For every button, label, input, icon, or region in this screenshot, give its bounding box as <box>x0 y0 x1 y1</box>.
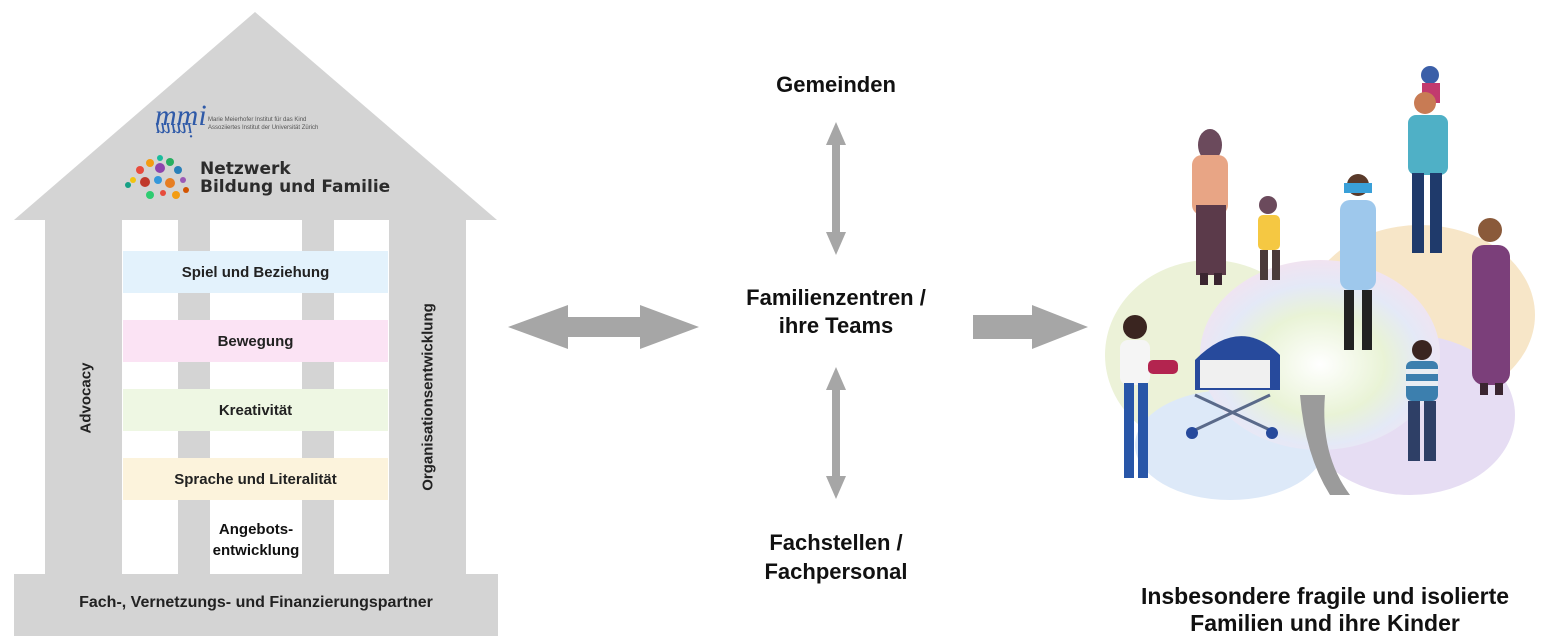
woman-hijab-figure-icon <box>1192 129 1228 285</box>
mother-pram-figure-icon <box>1120 315 1178 478</box>
families-caption-line2: Familien und ihre Kinder <box>1190 610 1460 636</box>
label-familienzentren: Familienzentren / ihre Teams <box>700 284 972 340</box>
familienzentren-line1: Familienzentren / <box>746 285 926 310</box>
pillar-right <box>389 220 466 575</box>
angebots-label: Angebots- entwicklung <box>178 519 334 561</box>
mmi-affiliation: Assoziiertes Institut der Universität Zü… <box>208 125 319 131</box>
families-caption-line1: Insbesondere fragile und isolierte <box>1140 583 1510 609</box>
pillar-left <box>45 220 122 575</box>
nbf-line2: Bildung und Familie <box>200 177 391 197</box>
band-bewegung: Bewegung <box>123 320 388 362</box>
svg-text:mmi: mmi <box>155 99 207 132</box>
vertical-arrow-top-icon <box>826 122 846 255</box>
fachstellen-line2: Fachpersonal <box>764 559 908 584</box>
families-caption: Insbesondere fragile und isolierte Famil… <box>1100 583 1550 637</box>
label-gemeinden: Gemeinden <box>776 72 896 97</box>
band-spiel: Spiel und Beziehung <box>123 251 388 293</box>
right-arrow-icon <box>973 305 1088 349</box>
angebots-line1: Angebots- <box>218 521 294 538</box>
mmi-name: Marie Meierhofer Institut für das Kind <box>208 117 307 123</box>
father-child-figure-icon <box>1408 66 1448 253</box>
fachstellen-line1: Fachstellen / <box>769 530 903 555</box>
boy-striped-figure-icon <box>1406 340 1438 461</box>
band-kreativitaet: Kreativität <box>123 389 388 431</box>
network-dots-icon <box>125 155 189 199</box>
angebots-line2: entwicklung <box>212 542 300 559</box>
woman-purple-figure-icon <box>1472 218 1510 395</box>
foundation-label: Fach-, Vernetzungs- und Finanzierungspar… <box>79 594 433 611</box>
house-foundation <box>14 574 498 636</box>
families-illustration <box>1105 66 1535 500</box>
girl-figure-icon <box>1258 196 1280 280</box>
nbf-logo-text: Netzwerk Bildung und Familie <box>200 160 390 196</box>
vertical-arrow-bottom-icon <box>826 367 846 499</box>
woman-blue-dress-figure-icon <box>1340 174 1376 350</box>
nbf-line1: Netzwerk <box>200 159 291 179</box>
band-sprache: Sprache und Literalität <box>123 458 388 500</box>
house-roof <box>14 12 497 220</box>
mmi-logo-icon: mmi mmi <box>155 99 207 143</box>
mmi-logo-text: Marie Meierhofer Institut für das Kind A… <box>208 116 318 132</box>
label-fachstellen: Fachstellen / Fachpersonal <box>700 528 972 586</box>
svg-text:mmi: mmi <box>155 118 193 143</box>
double-arrow-icon <box>508 305 699 349</box>
familienzentren-line2: ihre Teams <box>778 313 894 338</box>
pram-icon <box>1186 336 1280 439</box>
